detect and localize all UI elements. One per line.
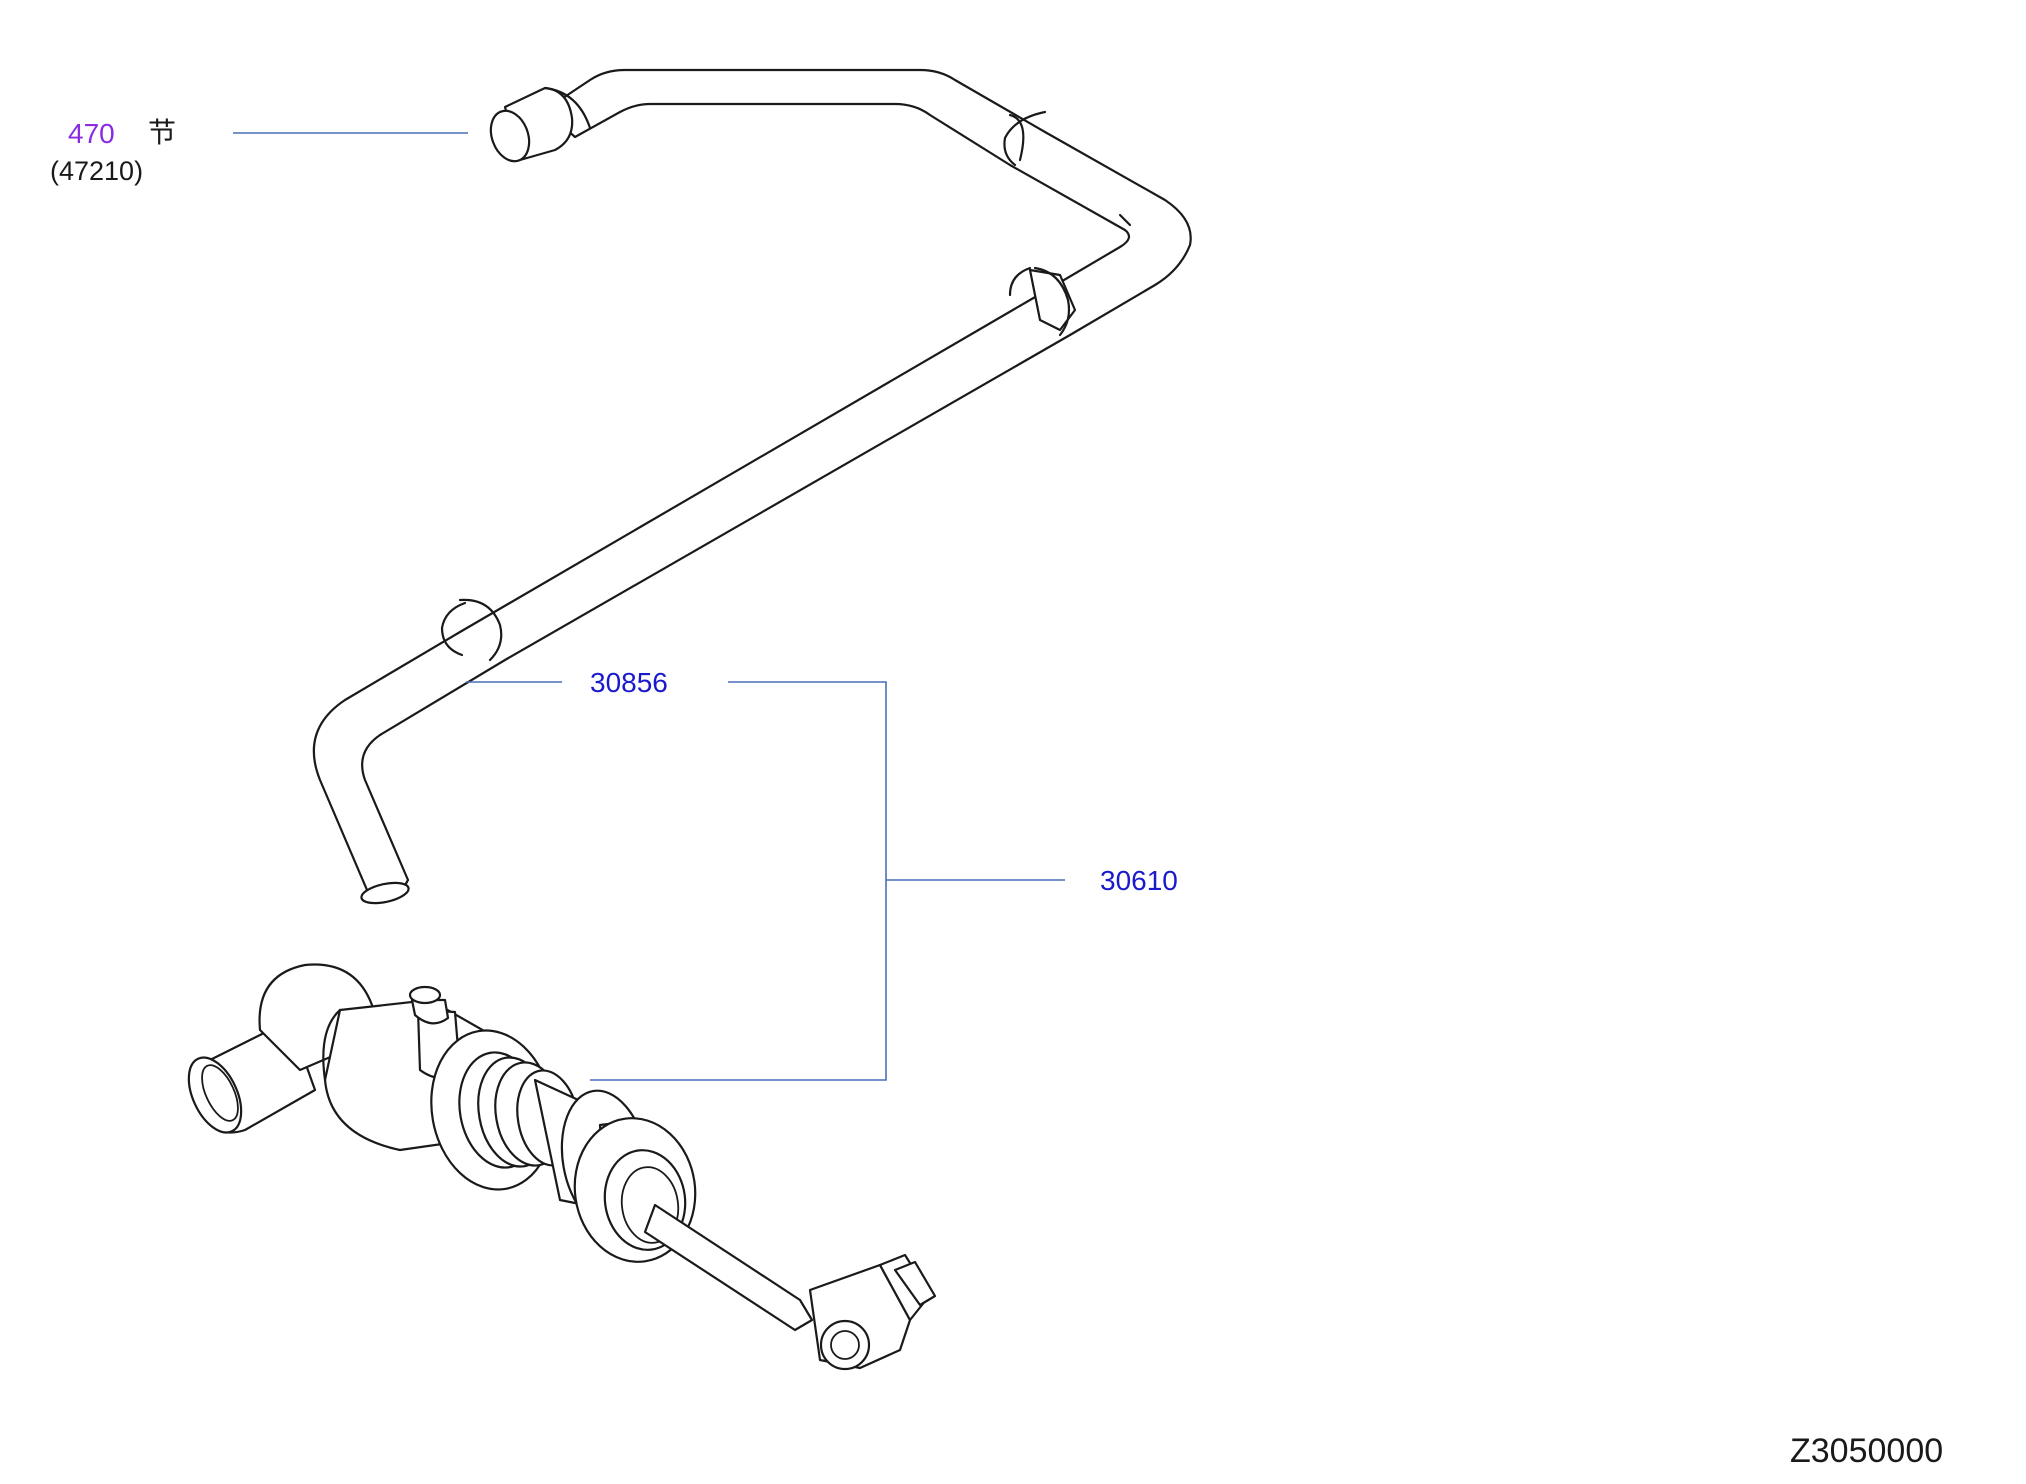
part-30610-label[interactable]: 30610 [1100, 865, 1178, 896]
part-470-number[interactable]: 470 [68, 118, 115, 149]
clevis-eye [819, 1319, 871, 1371]
hose-body [312, 68, 1192, 899]
hose-bottom-end [360, 881, 410, 905]
clutch-master-cylinder-icon[interactable] [178, 963, 937, 1371]
part-470-glyph: 节 [148, 117, 176, 148]
part-470-reference: (47210) [50, 156, 143, 186]
figure-code: Z3050000 [1790, 1432, 1943, 1470]
push-rod [643, 1203, 814, 1332]
clutch-hose-icon[interactable] [312, 68, 1192, 907]
part-30856-label[interactable]: 30856 [590, 667, 668, 698]
leader-lines [233, 132, 1065, 1081]
hose-end-cap-face [489, 109, 531, 163]
